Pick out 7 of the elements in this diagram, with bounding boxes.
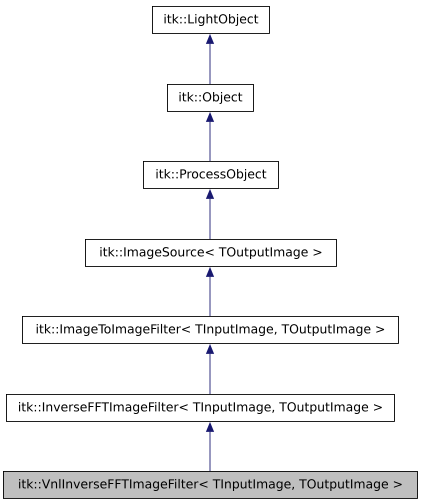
class-box: itk::ProcessObject — [143, 161, 279, 189]
class-box: itk::LightObject — [152, 6, 270, 34]
class-box: itk::ImageToImageFilter< TInputImage, TOutputImage > — [22, 316, 399, 344]
class-box: itk::VnlInverseFFTImageFilter< TInputImage, TOutputImage > — [3, 471, 418, 499]
class-box: itk::Object — [167, 84, 254, 112]
class-box: itk::ImageSource< TOutputImage > — [85, 239, 337, 267]
class-box: itk::InverseFFTImageFilter< TInputImage, TOutputImage > — [6, 394, 395, 422]
